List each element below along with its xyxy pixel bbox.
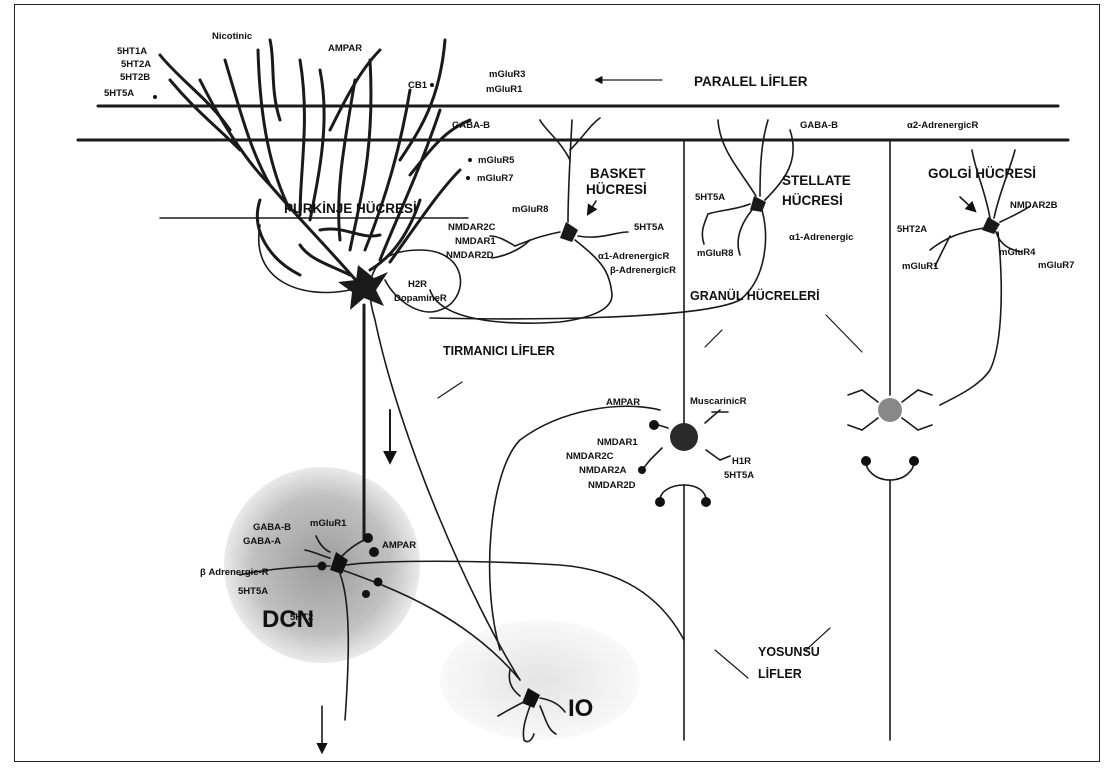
label-nmdar1-gr: NMDAR1 [597, 437, 638, 448]
label-tirmanici: TIRMANICI LİFLER [443, 343, 555, 358]
mossy-terminal-left [655, 497, 665, 507]
label-mglur3-top: mGluR3 [489, 69, 525, 80]
label-nmdar2c-b: NMDAR2C [448, 222, 496, 233]
dcn-dot-mglur1 [363, 533, 373, 543]
label-5ht2a: 5HT2A [121, 59, 151, 70]
label-5ht5a-b: 5HT5A [634, 222, 664, 233]
label-5ht5a-s: 5HT5A [695, 192, 725, 203]
dcn-dot-a [318, 562, 327, 571]
golgi-lower-dot-r [909, 456, 919, 466]
golgi-lower-soma [878, 398, 902, 422]
golgi-cell [930, 150, 1030, 405]
dcn-dot-b [374, 578, 383, 587]
label-dopaminer: DopamineR [394, 293, 447, 304]
label-mglur4-g: mGluR4 [999, 247, 1036, 258]
label-mglur1-g: mGluR1 [902, 261, 939, 272]
label-a1-adrenergic-s: α1-Adrenergic [789, 232, 853, 243]
label-mglur7-g: mGluR7 [1038, 260, 1074, 271]
label-gaba-a-dcn: GABA-A [243, 536, 281, 547]
label-mglur8-s: mGluR8 [697, 248, 733, 259]
mossy-terminal-right [701, 497, 711, 507]
label-nmdar1-b: NMDAR1 [455, 236, 496, 247]
label-nmdar2c-gr: NMDAR2C [566, 451, 614, 462]
dcn-dot-c [362, 590, 370, 598]
label-cb1: CB1 [408, 80, 428, 91]
label-5ht5a-gr: 5HT5A [724, 470, 754, 481]
label-5ht2a-g: 5HT2A [897, 224, 927, 235]
basket-cell [430, 118, 628, 323]
label-mglur1-dcn: mGluR1 [310, 518, 347, 529]
label-yosunsu-1: YOSUNSU [758, 645, 820, 659]
label-pointers [438, 80, 862, 678]
label-ampar-gr: AMPAR [606, 397, 640, 408]
label-nmdar2a-gr: NMDAR2A [579, 465, 627, 476]
dcn-dot-ampar [369, 547, 379, 557]
label-b-adrenergic-b: β-AdrenergicR [610, 265, 676, 276]
label-h2r: H2R [408, 279, 427, 290]
label-stellate-1: STELLATE [782, 173, 851, 188]
granule-ampar-dot [649, 420, 659, 430]
purkinje-dendrites [160, 40, 470, 285]
label-golgi: GOLGİ HÜCRESİ [928, 166, 1036, 181]
label-granul: GRANÜL HÜCRELERİ [690, 288, 820, 303]
label-mglur5-p: mGluR5 [478, 155, 515, 166]
label-stellate-2: HÜCRESİ [782, 193, 843, 208]
io-region [440, 620, 640, 740]
label-gaba-b-2: GABA-B [800, 120, 838, 131]
label-mglur1-top: mGluR1 [486, 84, 523, 95]
label-nmdar2d-b: NMDAR2D [446, 250, 494, 261]
label-5ht2-dcn: 5HT2 [290, 612, 313, 623]
label-mglur7-p: mGluR7 [477, 173, 513, 184]
pf-dot-c [468, 158, 472, 162]
pf-dot-b [430, 83, 434, 87]
label-ampar-top: AMPAR [328, 43, 362, 54]
label-io: IO [568, 695, 593, 722]
label-gaba-b-dcn: GABA-B [253, 522, 291, 533]
label-muscarinic: MuscarinicR [690, 396, 747, 407]
golgi-lower-dot-l [861, 456, 871, 466]
pf-dot-a [153, 95, 157, 99]
granule-soma [670, 423, 698, 451]
label-5ht2b: 5HT2B [120, 72, 150, 83]
pf-dot-d [466, 176, 470, 180]
label-5ht5a-dcn: 5HT5A [238, 586, 268, 597]
label-h1r: H1R [732, 456, 751, 467]
label-yosunsu-2: LİFLER [758, 666, 802, 681]
label-purkinje: PURKİNJE HÜCRESİ [284, 201, 417, 216]
label-adrenergic-dcn: β Adrenergic-R [200, 567, 269, 578]
label-basket-1: BASKET [590, 166, 646, 181]
label-a2-adrenergic: α2-AdrenergicR [907, 120, 978, 131]
label-nmdar2b-g: NMDAR2B [1010, 200, 1058, 211]
label-ampar-dcn: AMPAR [382, 540, 416, 551]
label-nmdar2d-gr: NMDAR2D [588, 480, 636, 491]
label-a1-adrenergic-b: α1-AdrenergicR [598, 251, 669, 262]
label-5ht5a: 5HT5A [104, 88, 134, 99]
label-paralel-lifler: PARALEL LİFLER [694, 74, 808, 89]
label-gaba-b-1: GABA-B [452, 120, 490, 131]
label-5ht1a: 5HT1A [117, 46, 147, 57]
label-basket-2: HÜCRESİ [586, 182, 647, 197]
label-nicotinic: Nicotinic [212, 31, 252, 42]
granule-dot-2 [638, 466, 646, 474]
label-mglur8-b: mGluR8 [512, 204, 548, 215]
